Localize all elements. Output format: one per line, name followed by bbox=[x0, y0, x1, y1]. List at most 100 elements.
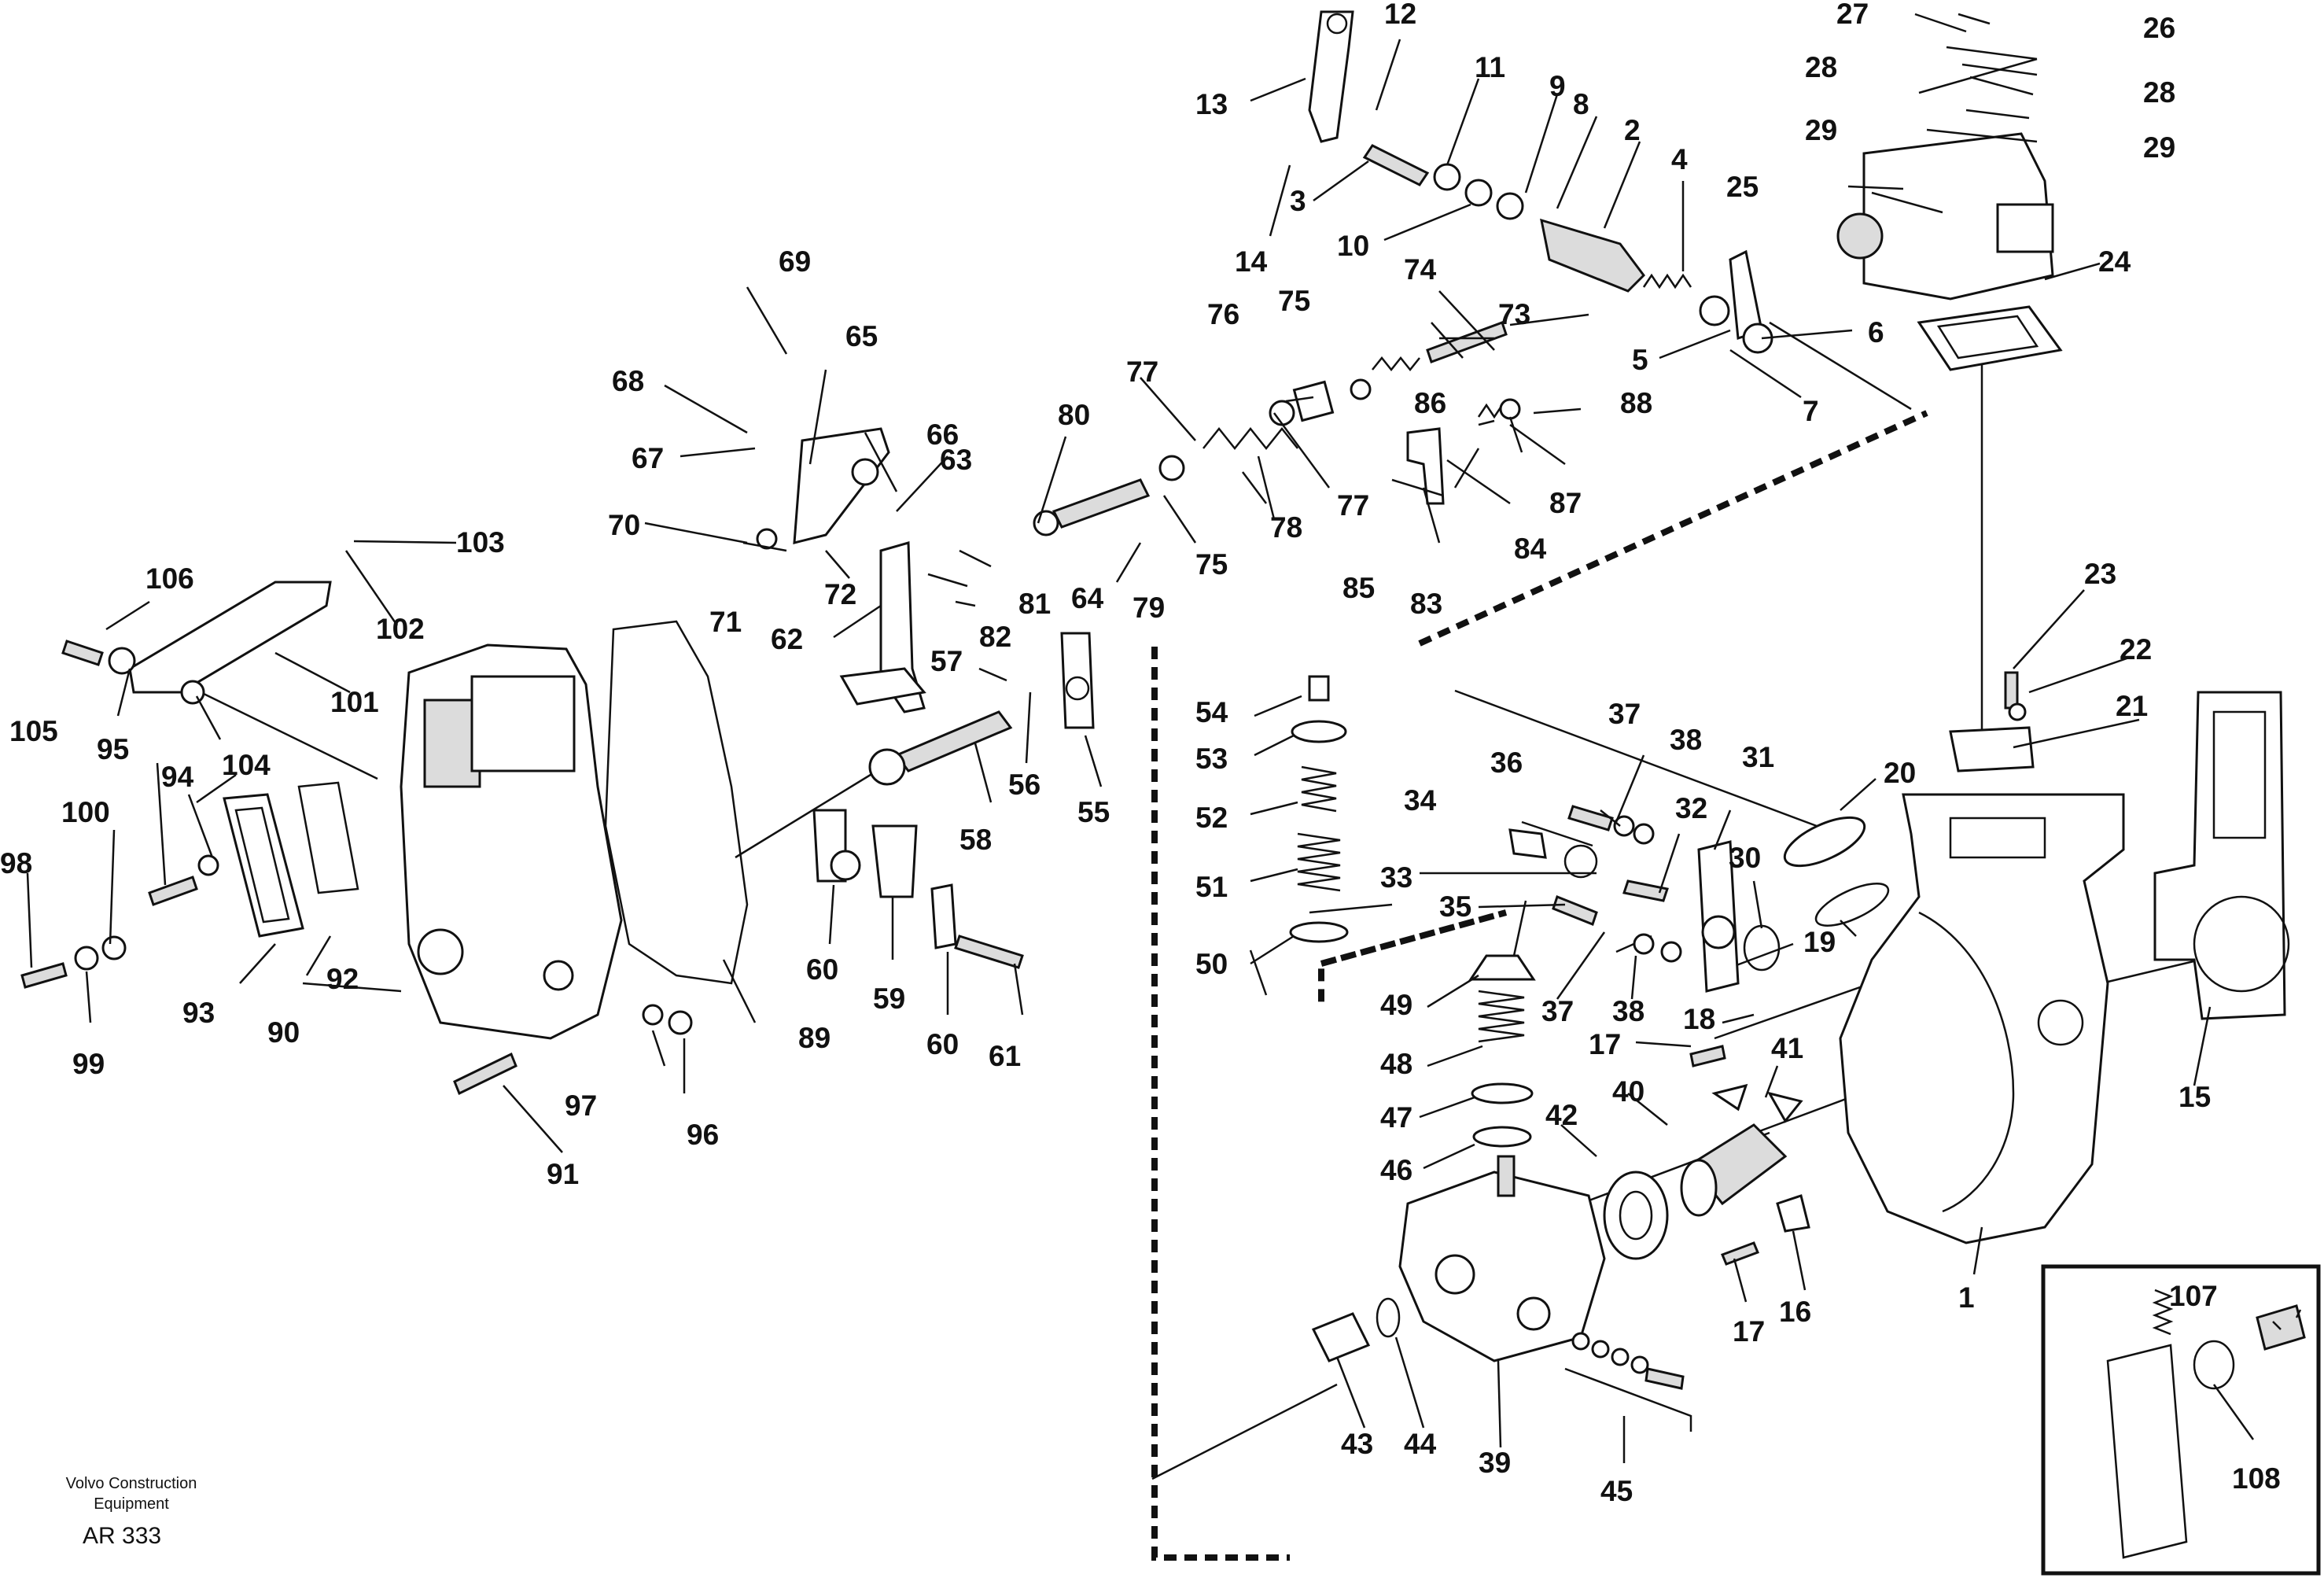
callout-35: 35 bbox=[1439, 890, 1471, 923]
callout-36: 36 bbox=[1490, 747, 1523, 779]
callout-63: 63 bbox=[940, 444, 972, 476]
callout-64: 64 bbox=[1071, 582, 1104, 614]
callout-45: 45 bbox=[1600, 1475, 1633, 1507]
callout-87: 87 bbox=[1549, 487, 1582, 519]
footer-company-line2: Equipment bbox=[94, 1495, 169, 1513]
callout-12: 12 bbox=[1384, 0, 1416, 30]
callout-96: 96 bbox=[687, 1119, 719, 1151]
footer: Volvo Construction Equipment AR 333 bbox=[66, 1475, 197, 1549]
callout-88: 88 bbox=[1620, 387, 1652, 419]
callout-21: 21 bbox=[2116, 690, 2148, 722]
spring-52 bbox=[1301, 765, 1337, 813]
callout-82: 82 bbox=[979, 621, 1011, 653]
dashed-guides bbox=[1151, 410, 1954, 1561]
spring-78 bbox=[1203, 426, 1298, 451]
callout-84: 84 bbox=[1514, 533, 1547, 565]
callout-77b: 77 bbox=[1337, 489, 1369, 522]
plate-65 bbox=[793, 427, 890, 544]
callout-34: 34 bbox=[1404, 784, 1437, 817]
callout-55: 55 bbox=[1077, 796, 1110, 828]
bracket-55 bbox=[1060, 632, 1095, 729]
callout-3: 3 bbox=[1290, 185, 1306, 217]
callout-33: 33 bbox=[1380, 861, 1412, 894]
callout-73: 73 bbox=[1498, 298, 1530, 330]
callout-2: 2 bbox=[1624, 114, 1641, 146]
callout-80: 80 bbox=[1058, 399, 1090, 431]
callout-72: 72 bbox=[824, 578, 856, 610]
parts bbox=[20, 10, 2321, 1576]
callout-27: 27 bbox=[1836, 0, 1869, 30]
callout-59: 59 bbox=[873, 983, 905, 1015]
callout-38b: 38 bbox=[1612, 995, 1644, 1027]
gasket-93 bbox=[223, 793, 304, 938]
callout-66: 66 bbox=[926, 418, 959, 451]
callout-4: 4 bbox=[1671, 143, 1688, 175]
rod-79 bbox=[1052, 478, 1151, 529]
lever-6 bbox=[1729, 249, 1763, 341]
callout-79: 79 bbox=[1133, 592, 1165, 624]
callout-61: 61 bbox=[989, 1040, 1021, 1072]
cover-plate bbox=[1949, 726, 2035, 772]
callout-75a: 75 bbox=[1278, 285, 1310, 317]
callout-100: 100 bbox=[61, 796, 110, 828]
callout-101: 101 bbox=[330, 686, 379, 718]
callout-15: 15 bbox=[2179, 1081, 2211, 1113]
callout-32: 32 bbox=[1675, 792, 1707, 824]
distributor-head bbox=[1398, 1171, 1606, 1362]
callout-42: 42 bbox=[1545, 1099, 1578, 1131]
callout-81: 81 bbox=[1018, 588, 1051, 620]
callout-60a: 60 bbox=[806, 953, 838, 986]
callout-65: 65 bbox=[845, 320, 878, 352]
callout-18: 18 bbox=[1683, 1003, 1715, 1035]
callout-78: 78 bbox=[1270, 511, 1302, 544]
callout-28a: 28 bbox=[1805, 51, 1837, 83]
callout-26: 26 bbox=[2143, 12, 2175, 44]
callout-48: 48 bbox=[1380, 1048, 1412, 1080]
plate-101 bbox=[128, 581, 332, 694]
governor-housing bbox=[1862, 132, 2054, 300]
leader-lines bbox=[26, 13, 2302, 1463]
gasket-right bbox=[2153, 691, 2286, 1020]
callout-93: 93 bbox=[182, 997, 215, 1029]
callout-44: 44 bbox=[1404, 1428, 1437, 1460]
callout-17b: 17 bbox=[1589, 1028, 1621, 1060]
part-59 bbox=[871, 824, 918, 898]
gasket-89 bbox=[604, 620, 749, 985]
callout-19: 19 bbox=[1803, 926, 1836, 958]
callout-99: 99 bbox=[72, 1048, 105, 1080]
callout-62: 62 bbox=[771, 623, 803, 655]
callout-91: 91 bbox=[547, 1158, 579, 1190]
callout-37a: 37 bbox=[1608, 698, 1641, 730]
callout-98: 98 bbox=[0, 847, 32, 879]
callout-25: 25 bbox=[1726, 171, 1759, 203]
callout-105: 105 bbox=[9, 715, 58, 747]
callout-23: 23 bbox=[2084, 558, 2116, 590]
callout-104: 104 bbox=[222, 749, 271, 781]
callout-7: 7 bbox=[1803, 395, 1819, 427]
callout-54: 54 bbox=[1195, 696, 1228, 728]
callout-46: 46 bbox=[1380, 1154, 1412, 1186]
callout-8: 8 bbox=[1573, 88, 1589, 120]
callout-52: 52 bbox=[1195, 802, 1228, 834]
callout-71: 71 bbox=[709, 606, 742, 638]
lever-13 bbox=[1308, 10, 1354, 143]
callout-5: 5 bbox=[1632, 344, 1648, 376]
callout-29b: 29 bbox=[2143, 131, 2175, 164]
callout-40: 40 bbox=[1612, 1075, 1644, 1108]
footer-company-line1: Volvo Construction bbox=[66, 1475, 197, 1492]
callout-107: 107 bbox=[2169, 1280, 2218, 1312]
callout-16: 16 bbox=[1779, 1296, 1811, 1328]
callout-56: 56 bbox=[1008, 769, 1040, 801]
callout-102: 102 bbox=[376, 613, 425, 645]
callout-53: 53 bbox=[1195, 743, 1228, 775]
callout-9: 9 bbox=[1549, 70, 1566, 102]
footer-figure-ref: AR 333 bbox=[83, 1523, 161, 1549]
callout-83: 83 bbox=[1410, 588, 1442, 620]
callout-10: 10 bbox=[1337, 230, 1369, 262]
callout-103: 103 bbox=[456, 526, 505, 559]
spring-51 bbox=[1297, 832, 1341, 892]
shaft-58 bbox=[894, 710, 1013, 772]
callout-67: 67 bbox=[632, 442, 664, 474]
